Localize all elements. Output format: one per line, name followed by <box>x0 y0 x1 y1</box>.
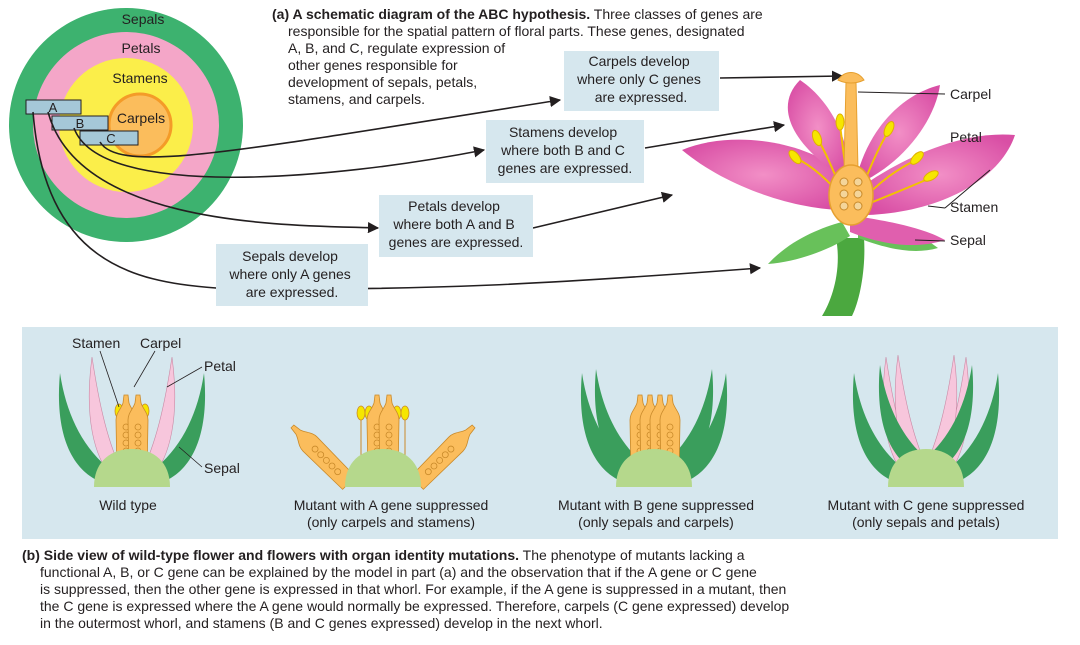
callout-sepals-text: Sepals develop where only A genes are ex… <box>228 248 354 300</box>
mutant-a-carpel-outer-right <box>409 418 482 491</box>
abc-schematic-diagram: Sepals Petals Stamens Carpels A B C Carp… <box>9 8 1015 316</box>
caption-b-line-2: functional A, B, or C gene can be explai… <box>40 564 757 580</box>
arrow-petals <box>47 111 380 234</box>
callout-stamens-text: Stamens develop where both B and C genes… <box>498 124 633 176</box>
caption-part-b: (b) Side view of wild-type flower and fl… <box>22 547 882 632</box>
callout-petals <box>379 195 533 257</box>
flower-caption-wild-type: Wild type <box>99 497 157 513</box>
flower-carpel-stigma <box>837 72 865 84</box>
whorl-rings <box>9 8 243 242</box>
flower-petal-upper-left <box>787 80 849 175</box>
flower-label-stamen: Stamen <box>950 199 998 215</box>
label-carpel: Carpel <box>140 335 181 351</box>
flower-leader-lines <box>857 91 991 242</box>
callout-carpels-line-3: are expressed. <box>595 89 688 105</box>
caption-a-line-5: development of sepals, petals, <box>288 74 478 90</box>
flower-stem <box>822 238 865 316</box>
label-petal: Petal <box>204 358 236 374</box>
caption-a-line-6: stamens, and carpels. <box>288 91 425 107</box>
gene-bar-a <box>25 99 82 115</box>
arrow-petals-to-flower <box>532 191 674 229</box>
label-sepal: Sepal <box>204 460 240 476</box>
caption-part-a: (a) A schematic diagram of the ABC hypot… <box>272 6 832 108</box>
flower-illustration <box>682 72 1015 316</box>
callout-stamens-line-1: Stamens develop <box>509 124 617 140</box>
callout-petals-line-3: genes are expressed. <box>389 234 524 250</box>
callout-carpels <box>564 51 719 111</box>
caption-a-line-4: other genes responsible for <box>288 57 458 73</box>
whorl-label-carpels: Carpels <box>117 110 165 126</box>
flower-anthers <box>788 113 939 182</box>
caption-b-line-5: in the outermost whorl, and stamens (B a… <box>40 615 603 631</box>
label-stamen: Stamen <box>72 335 120 351</box>
callout-stamens-line-2: where both B and C <box>500 142 625 158</box>
flower-sepal-left <box>768 222 850 264</box>
whorl-label-stamens: Stamens <box>112 70 167 86</box>
flower-caption-mutant-b: Mutant with B gene suppressed <box>558 497 754 513</box>
flower-label-carpel: Carpel <box>950 86 991 102</box>
callout-sepals-line-3: are expressed. <box>246 284 339 300</box>
callout-petals-line-1: Petals develop <box>408 198 500 214</box>
caption-a-line-1: Three classes of genes are <box>590 6 763 22</box>
whorl-label-sepals: Sepals <box>122 11 165 27</box>
callout-petals-line-2: where both A and B <box>392 216 514 232</box>
callout-stamens <box>486 120 644 183</box>
flower-caption-mutant-a: Mutant with A gene suppressed <box>294 497 489 513</box>
callout-carpels-text: Carpels develop where only C genes are e… <box>576 53 705 105</box>
caption-b-line-3: is suppressed, then the other gene is ex… <box>40 581 787 597</box>
wild-type-leader-lines <box>99 350 203 468</box>
flower-caption-mutant-b-detail: (only sepals and carpels) <box>578 514 734 530</box>
flower-petal-upper-right <box>858 85 940 180</box>
caption-b-label: (b) Side view of wild-type flower and fl… <box>22 547 520 563</box>
callout-carpels-line-1: Carpels develop <box>588 53 689 69</box>
gene-bar-a-label: A <box>49 100 58 115</box>
flower-petal-front <box>850 215 945 246</box>
caption-a-line-2: responsible for the spatial pattern of f… <box>288 23 745 39</box>
callout-petals-text: Petals develop where both A and B genes … <box>389 198 524 250</box>
caption-b-line-1: The phenotype of mutants lacking a <box>519 547 745 563</box>
mutant-b-flower <box>580 369 728 487</box>
whorl-label-petals: Petals <box>122 40 161 56</box>
caption-b-line-4: the C gene is expressed where the A gene… <box>40 598 790 614</box>
arrow-stamens <box>73 127 486 179</box>
callout-carpels-line-2: where only C genes <box>576 71 701 87</box>
callout-sepals <box>216 244 368 306</box>
gene-bar-b-label: B <box>76 116 85 131</box>
flower-petal-right <box>864 134 1015 215</box>
gene-bar-c-label: C <box>106 131 115 146</box>
mutant-c-flower <box>852 354 1000 487</box>
mutant-a-carpel-outer-left <box>284 418 357 491</box>
mutant-a-flower <box>284 394 482 491</box>
callout-stamens-line-3: genes are expressed. <box>498 160 633 176</box>
flower-ovules <box>839 177 863 211</box>
wild-type-flower <box>58 356 206 487</box>
mutant-flowers-illustration: Stamen Carpel Petal Sepal <box>58 335 1025 530</box>
callout-sepals-line-2: where only A genes <box>228 266 350 282</box>
arrow-carpels-to-flower <box>719 70 844 82</box>
caption-a-label: (a) A schematic diagram of the ABC hypot… <box>272 6 591 22</box>
callout-sepals-line-1: Sepals develop <box>242 248 338 264</box>
gene-bars: A B C <box>25 99 139 146</box>
caption-a-line-3: A, B, and C, regulate expression of <box>288 40 506 56</box>
flower-carpel-style <box>843 81 859 171</box>
flower-petal-left <box>682 139 845 210</box>
mutant-flowers-panel: Stamen Carpel Petal Sepal <box>22 327 1058 539</box>
flower-label-sepal: Sepal <box>950 232 986 248</box>
flower-caption-mutant-c-detail: (only sepals and petals) <box>852 514 1000 530</box>
flower-label-petal: Petal <box>950 129 982 145</box>
flower-caption-mutant-a-detail: (only carpels and stamens) <box>307 514 475 530</box>
arrow-stamens-to-flower <box>644 121 786 149</box>
flower-ovary <box>828 164 874 226</box>
flower-caption-mutant-c: Mutant with C gene suppressed <box>828 497 1025 513</box>
arrow-carpels <box>99 96 562 158</box>
mutant-a-receptacle <box>345 449 421 487</box>
